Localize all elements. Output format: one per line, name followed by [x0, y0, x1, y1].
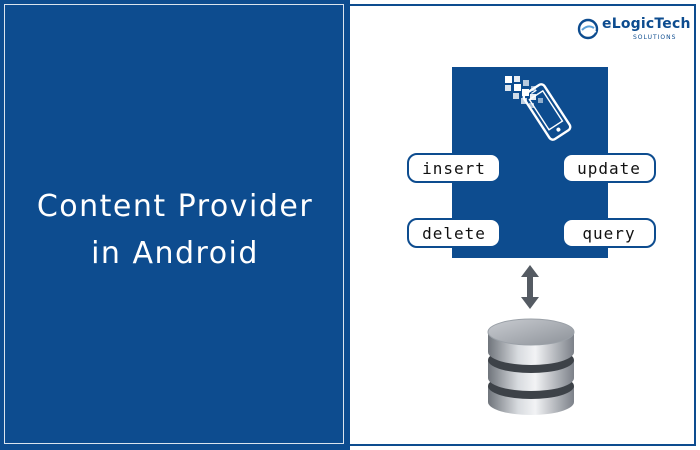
update-label: update	[577, 159, 641, 178]
insert-operation: insert	[407, 153, 501, 183]
logo-mark-icon	[577, 18, 599, 40]
diagram-panel-frame	[350, 4, 696, 446]
insert-label: insert	[422, 159, 486, 178]
logo-subtitle: SOLUTIONS	[633, 34, 677, 41]
company-logo: eLogicTech SOLUTIONS	[577, 14, 691, 46]
delete-label: delete	[422, 224, 486, 243]
database-icon	[487, 318, 575, 415]
title-panel: Content Provider in Android	[0, 0, 350, 450]
query-label: query	[582, 224, 636, 243]
double-arrow-icon	[521, 265, 539, 309]
logo-name: eLogicTech	[602, 16, 691, 32]
title-line-2: in Android	[91, 236, 259, 271]
delete-operation: delete	[407, 218, 501, 248]
title-line-1: Content Provider	[36, 189, 314, 224]
update-operation: update	[562, 153, 656, 183]
query-operation: query	[562, 218, 656, 248]
phone-icon	[505, 76, 572, 141]
page-title: Content Provider in Android	[0, 183, 350, 277]
title-panel-frame	[4, 4, 344, 444]
